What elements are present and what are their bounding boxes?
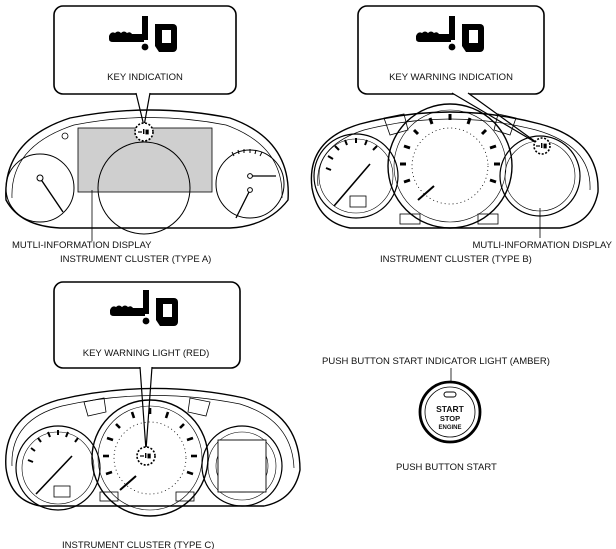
cluster-label-c: INSTRUMENT CLUSTER (TYPE C)	[62, 540, 214, 549]
indicator-light-label: PUSH BUTTON START INDICATOR LIGHT (AMBER…	[322, 356, 550, 367]
indicator-light	[443, 391, 457, 398]
instrument-cluster-type-c: KEY WARNING LIGHT (RED)	[5, 281, 301, 549]
push-button-start-group: PUSH BUTTON START INDICATOR LIGHT (AMBER…	[322, 356, 550, 473]
button-text-engine: ENGINE	[438, 425, 461, 431]
push-button-start[interactable]	[418, 380, 482, 444]
mid-label-a: MUTLI-INFORMATION DISPLAY	[12, 240, 152, 251]
instrument-cluster-type-a: KEY INDICATION MUTLI-INFORMATION DISPLAY	[5, 5, 289, 265]
button-text-start: START	[436, 404, 465, 414]
cluster-label-a: INSTRUMENT CLUSTER (TYPE A)	[60, 254, 211, 265]
mid-label-b: MUTLI-INFORMATION DISPLAY	[472, 240, 612, 251]
cluster-label-b: INSTRUMENT CLUSTER (TYPE B)	[380, 254, 532, 265]
instrument-cluster-type-b: KEY WARNING INDICATION	[310, 5, 613, 265]
push-button-label: PUSH BUTTON START	[396, 462, 497, 473]
button-text-stop: STOP	[440, 414, 460, 423]
callout-label-c: KEY WARNING LIGHT (RED)	[83, 348, 210, 359]
callout-label-b: KEY WARNING INDICATION	[389, 72, 513, 83]
callout-label-a: KEY INDICATION	[107, 72, 183, 83]
